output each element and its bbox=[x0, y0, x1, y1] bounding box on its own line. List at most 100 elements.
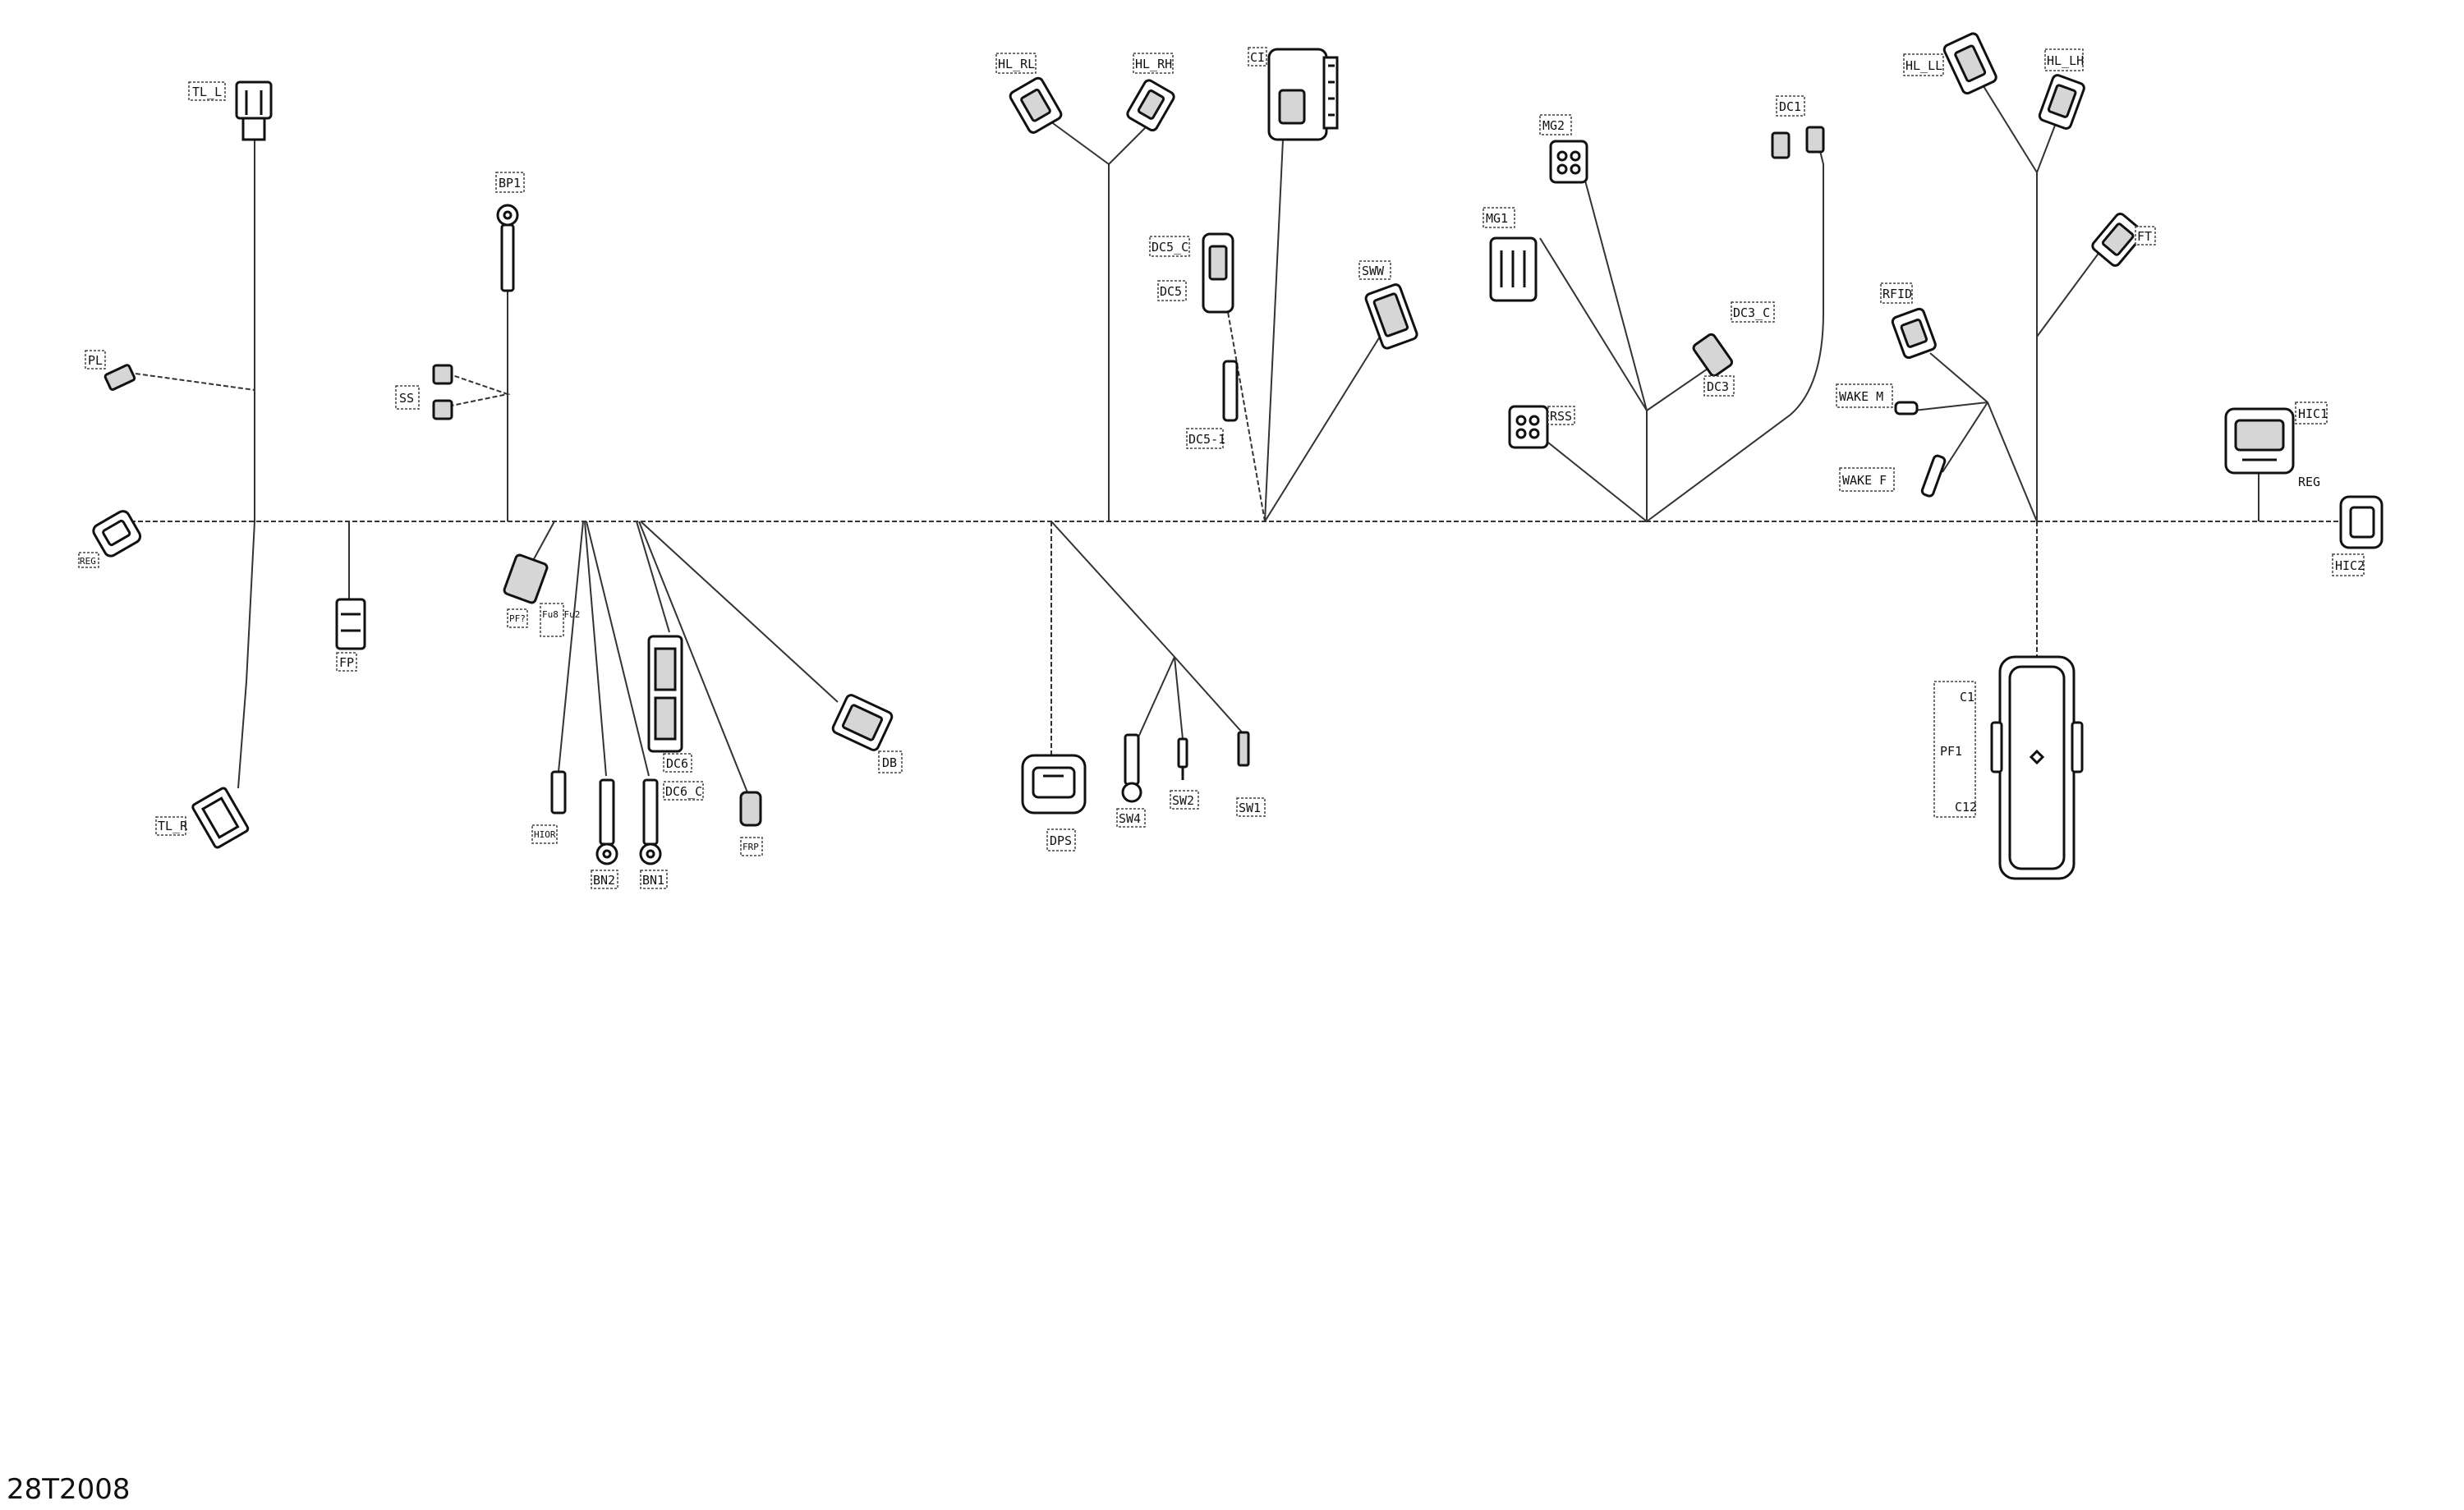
sww-connector-icon bbox=[1364, 283, 1418, 350]
label-sw2: SW2 bbox=[1170, 790, 1199, 810]
frp-branch-wire bbox=[638, 521, 748, 793]
svg-text:SWW: SWW bbox=[1362, 264, 1385, 278]
label-sw1: SW1 bbox=[1236, 797, 1266, 817]
ft-connector-icon bbox=[2091, 212, 2145, 267]
label-sw4: SW4 bbox=[1116, 808, 1146, 828]
label-reg-left: REG bbox=[78, 552, 99, 568]
svg-text:MG2: MG2 bbox=[1542, 118, 1565, 133]
label-fuse: Fu8 Fu2 bbox=[540, 603, 580, 637]
label-dc6: DC6 bbox=[663, 753, 692, 773]
label-wake-m: WAKE M bbox=[1836, 383, 1893, 408]
svg-text:FT: FT bbox=[2137, 229, 2152, 244]
svg-text:Fu8 Fu2: Fu8 Fu2 bbox=[542, 609, 580, 620]
label-ft: FT bbox=[2135, 226, 2156, 246]
dc3-connector-icon bbox=[1692, 333, 1734, 377]
label-sww: SWW bbox=[1358, 260, 1391, 280]
ss-branch-wire bbox=[447, 373, 511, 407]
svg-text:TL_L: TL_L bbox=[192, 85, 222, 99]
label-mg1: MG1 bbox=[1483, 207, 1515, 228]
mg-rss-dc-branch-wire bbox=[1539, 131, 1824, 522]
svg-text:PL: PL bbox=[88, 353, 103, 368]
label-fp: FP bbox=[336, 652, 357, 672]
dc6-connector-icon bbox=[647, 635, 683, 753]
label-bn1: BN1 bbox=[640, 870, 668, 889]
bn2-ring-terminal-icon bbox=[595, 778, 618, 865]
db-connector-icon bbox=[831, 694, 894, 751]
sw2-terminal-icon bbox=[1177, 737, 1188, 780]
svg-text:DC6: DC6 bbox=[666, 756, 688, 771]
ci-branch-wire bbox=[1264, 139, 1284, 522]
label-bp1: BP1 bbox=[495, 172, 525, 193]
label-db: DB bbox=[878, 750, 903, 773]
rfid-connector-icon bbox=[1891, 307, 1937, 360]
dc1-connector-icon bbox=[1771, 126, 1825, 159]
dc6-branch-wire bbox=[636, 521, 670, 633]
sw4-branch-wire bbox=[1137, 656, 1175, 740]
sw1-terminal-icon bbox=[1237, 731, 1250, 767]
label-ci: CI bbox=[1248, 47, 1267, 67]
label-frp: FRP bbox=[740, 837, 763, 856]
label-c12: C12 bbox=[1955, 800, 1977, 815]
bn1-branch-wire bbox=[586, 521, 650, 777]
label-hl-rl: HL_RL bbox=[995, 53, 1037, 74]
fp-connector-icon bbox=[335, 598, 366, 650]
mg2-connector-icon bbox=[1549, 140, 1588, 184]
svg-text:DC3: DC3 bbox=[1707, 379, 1729, 394]
dc5-connector-icon bbox=[1202, 232, 1234, 314]
label-pf1: PF1 bbox=[1940, 744, 1962, 759]
bn2-branch-wire bbox=[584, 521, 607, 777]
label-dc5-c: DC5_C bbox=[1149, 236, 1190, 257]
db-branch-wire bbox=[640, 521, 839, 703]
label-pf1-group: C1 PF1 C12 bbox=[1933, 681, 1977, 818]
rfid-wake-branch-wire bbox=[1913, 352, 2038, 522]
svg-text:HIC2: HIC2 bbox=[2335, 558, 2365, 573]
harness-wires bbox=[123, 85, 2349, 793]
svg-text:DC5-1: DC5-1 bbox=[1188, 432, 1225, 447]
hl-lh-connector-icon bbox=[2038, 74, 2085, 130]
bp1-ring-terminal-icon bbox=[496, 204, 519, 292]
connector-labels: TL_L PL REG TL_R FP BP1 SS PF? Fu8 Fu2 H… bbox=[78, 47, 2365, 889]
label-rfid: RFID bbox=[1880, 282, 1913, 304]
svg-text:BN1: BN1 bbox=[642, 873, 664, 888]
label-tl-r: TL_R bbox=[155, 816, 188, 836]
svg-text:DB: DB bbox=[882, 755, 897, 770]
svg-text:PF?: PF? bbox=[509, 613, 526, 624]
svg-text:HIC1: HIC1 bbox=[2298, 406, 2328, 421]
svg-text:BN2: BN2 bbox=[593, 873, 615, 888]
svg-text:DC3_C: DC3_C bbox=[1733, 305, 1770, 320]
bn1-ring-terminal-icon bbox=[639, 778, 662, 865]
label-hic1: HIC1 bbox=[2295, 402, 2328, 425]
svg-text:RFID: RFID bbox=[1882, 287, 1912, 301]
ci-connector-icon bbox=[1267, 48, 1339, 141]
svg-text:HL_RL: HL_RL bbox=[998, 57, 1035, 71]
svg-text:FRP: FRP bbox=[742, 842, 759, 852]
reg-left-connector-icon bbox=[92, 510, 142, 558]
dc5-1-terminal-icon bbox=[1222, 360, 1239, 422]
label-tl-l: TL_L bbox=[188, 81, 226, 101]
dc5-branch-wire bbox=[1227, 311, 1266, 522]
pl-connector-icon bbox=[103, 364, 136, 391]
svg-text:HL_LH: HL_LH bbox=[2047, 53, 2084, 68]
svg-text:HIOR: HIOR bbox=[534, 829, 556, 840]
label-dc5-1: DC5-1 bbox=[1186, 428, 1225, 449]
wake-m-terminal-icon bbox=[1894, 401, 1919, 415]
rss-connector-icon bbox=[1508, 405, 1549, 449]
svg-text:DC1: DC1 bbox=[1779, 99, 1801, 114]
svg-text:SW4: SW4 bbox=[1119, 811, 1141, 826]
sw-branch-wire bbox=[1050, 521, 1175, 658]
label-c1: C1 bbox=[1960, 690, 1974, 705]
svg-text:TL_R: TL_R bbox=[158, 819, 188, 833]
label-hl-lh: HL_LH bbox=[2044, 48, 2084, 71]
label-dc6-c: DC6_C bbox=[663, 781, 704, 801]
hic2-connector-icon bbox=[2339, 495, 2384, 549]
svg-text:SS: SS bbox=[399, 391, 414, 406]
svg-text:DC5: DC5 bbox=[1160, 284, 1182, 299]
svg-text:MG1: MG1 bbox=[1486, 211, 1508, 226]
svg-text:REG: REG bbox=[2298, 475, 2320, 489]
label-bn2: BN2 bbox=[591, 870, 618, 889]
svg-text:WAKE F: WAKE F bbox=[1842, 473, 1887, 488]
svg-text:SW2: SW2 bbox=[1172, 793, 1194, 808]
hl-rh-connector-icon bbox=[1126, 79, 1175, 132]
tl-l-connector-icon bbox=[235, 80, 273, 141]
